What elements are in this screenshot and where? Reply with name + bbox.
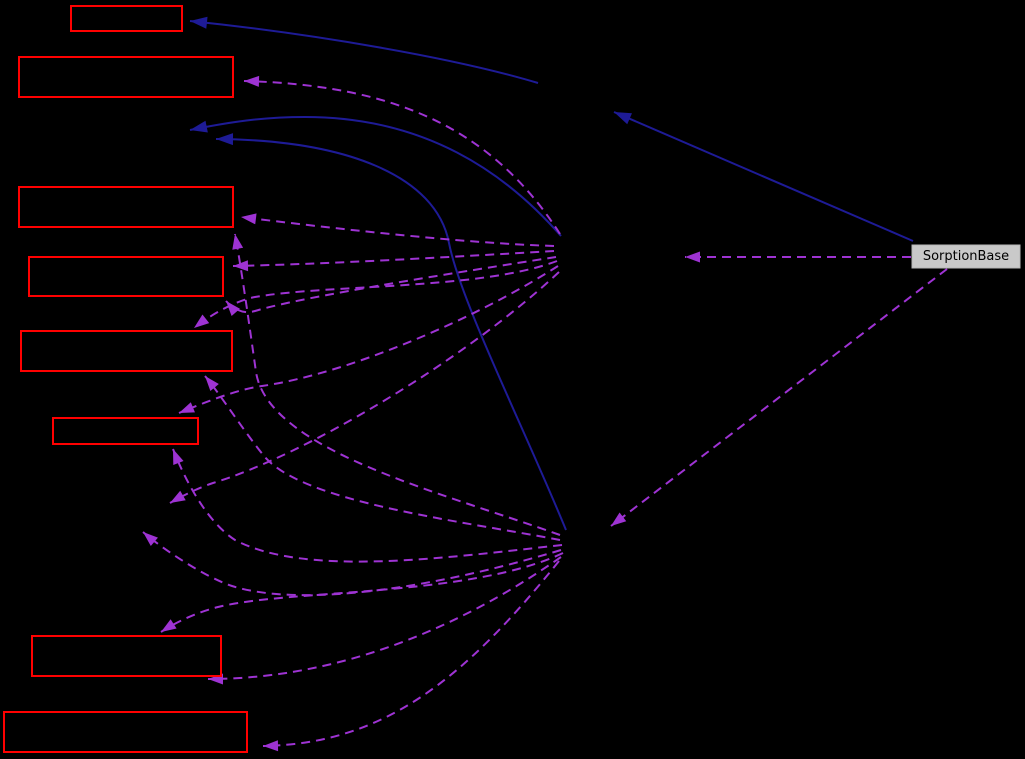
- sorptionbase-node-label: SorptionBase: [922, 249, 1010, 264]
- edge-usage-10: [225, 256, 557, 316]
- sorptionbase-node: [911, 244, 1021, 269]
- edge-usage-18: [160, 552, 564, 633]
- edge-inheritance-1: [613, 111, 914, 242]
- edge-usage-19: [207, 556, 562, 685]
- class-node-7[interactable]: [31, 635, 222, 677]
- class-node-2[interactable]: [18, 56, 234, 98]
- edge-inheritance-3: [189, 115, 562, 237]
- class-node-5[interactable]: [20, 330, 233, 372]
- class-node-6[interactable]: [52, 417, 199, 445]
- edge-usage-11: [193, 260, 558, 329]
- edge-usage-12: [178, 265, 559, 414]
- edge-usage-16: [172, 448, 563, 563]
- edge-usage-13: [169, 271, 560, 504]
- class-node-8[interactable]: [3, 711, 248, 753]
- class-node-1[interactable]: [70, 5, 183, 32]
- class-node-3[interactable]: [18, 186, 234, 228]
- edge-usage-9: [232, 250, 555, 272]
- edge-usage-7: [243, 75, 561, 235]
- edge-usage-17: [142, 531, 562, 597]
- edge-usage-15: [204, 375, 561, 541]
- edge-usage-6: [610, 268, 948, 527]
- edge-usage-20: [262, 560, 560, 752]
- edge-usage-8: [240, 213, 555, 247]
- edge-inheritance-2: [189, 16, 539, 84]
- edge-usage-14: [232, 233, 561, 536]
- class-node-4[interactable]: [28, 256, 224, 297]
- edge-inheritance-4: [215, 133, 567, 531]
